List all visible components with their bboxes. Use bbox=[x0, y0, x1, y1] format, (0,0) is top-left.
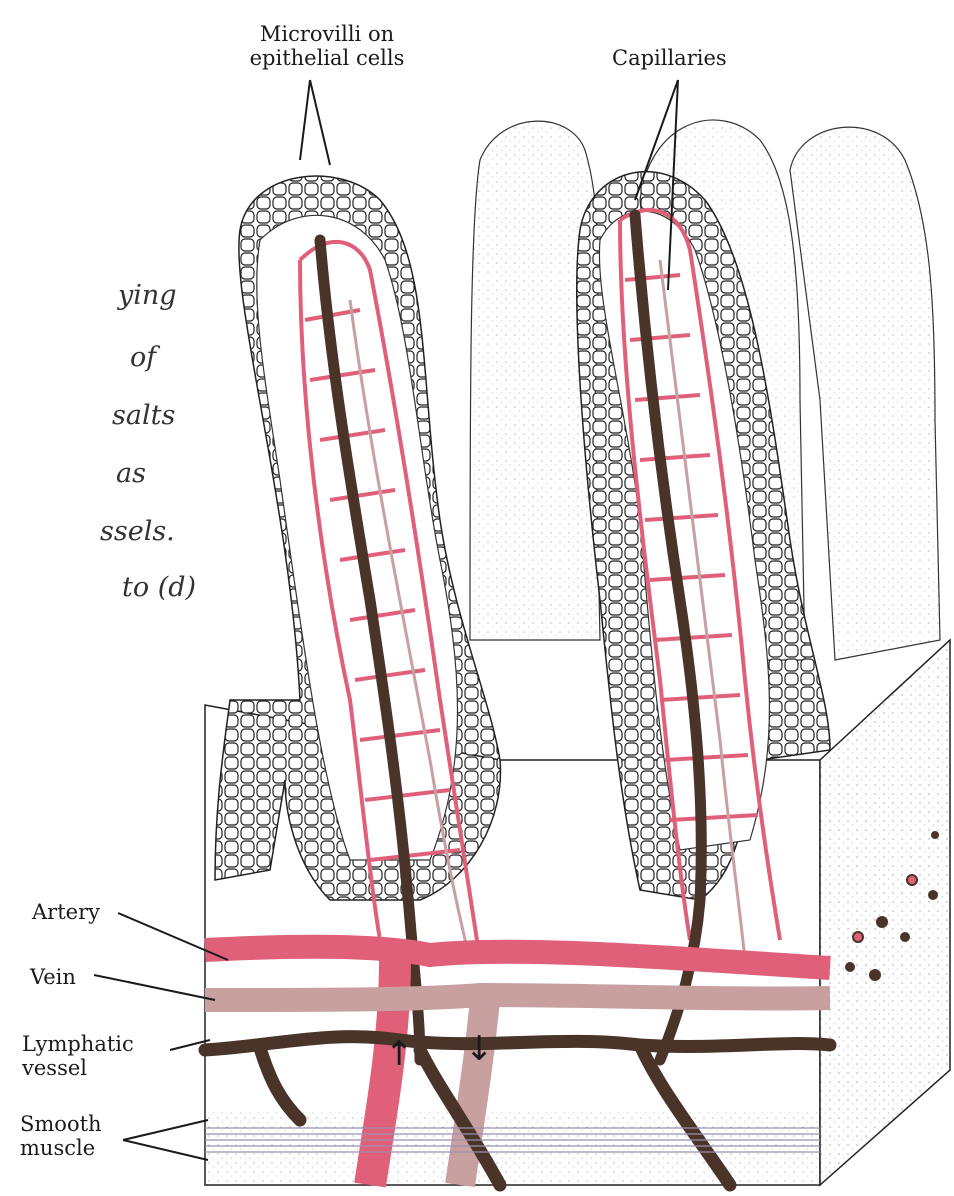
side-text-1: ying bbox=[118, 280, 177, 311]
label-lymphatic-line2: vessel bbox=[22, 1056, 134, 1080]
side-text-6: to (d) bbox=[122, 572, 196, 603]
side-text-5: ssels. bbox=[100, 516, 175, 547]
label-smooth-line2: muscle bbox=[20, 1136, 102, 1160]
label-smooth-muscle: Smooth muscle bbox=[20, 1112, 102, 1160]
label-microvilli-line1: Microvilli on bbox=[232, 22, 422, 46]
vein-flow-arrow: ↓ bbox=[465, 1029, 494, 1069]
label-microvilli-line2: epithelial cells bbox=[232, 46, 422, 70]
label-capillaries: Capillaries bbox=[612, 46, 727, 70]
label-smooth-line1: Smooth bbox=[20, 1112, 102, 1136]
side-text-2: of bbox=[130, 342, 156, 373]
label-microvilli: Microvilli on epithelial cells bbox=[232, 22, 422, 70]
label-vein: Vein bbox=[30, 965, 76, 989]
side-text-3: salts bbox=[112, 400, 175, 431]
side-text-4: as bbox=[116, 458, 146, 489]
label-lymphatic-line1: Lymphatic bbox=[22, 1032, 134, 1056]
artery-flow-arrow: ↑ bbox=[385, 1034, 414, 1074]
label-artery: Artery bbox=[32, 900, 100, 924]
label-lymphatic-vessel: Lymphatic vessel bbox=[22, 1032, 134, 1080]
